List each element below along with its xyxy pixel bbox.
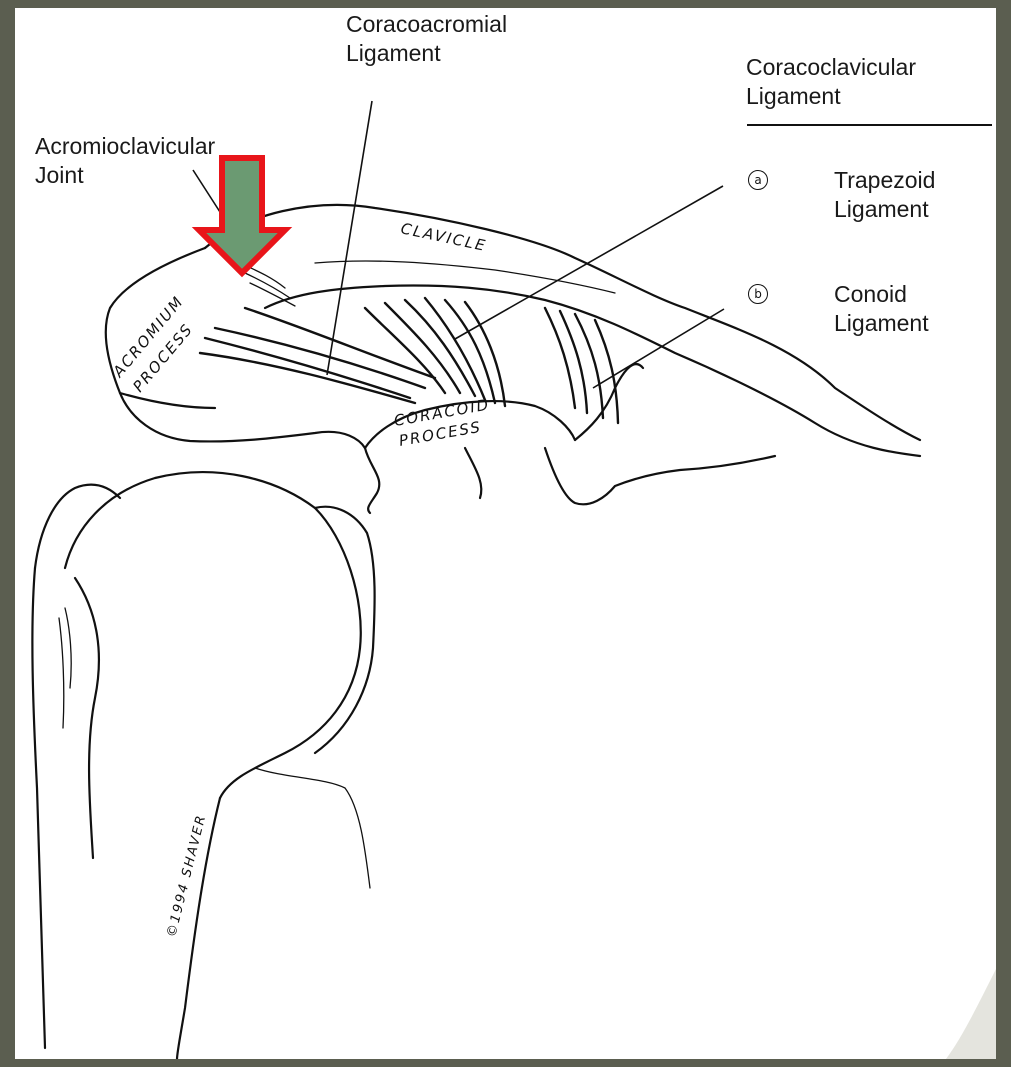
ligament-fibers <box>200 263 618 423</box>
coracoclavicular-label: Coracoclavicular Ligament <box>746 53 916 111</box>
conoid-line-1: Conoid <box>834 280 929 309</box>
coracoclavicular-line-1: Coracoclavicular <box>746 53 916 82</box>
acromioclavicular-line-2: Joint <box>35 161 215 190</box>
trapezoid-line-2: Ligament <box>834 195 935 224</box>
coracoacromial-line-1: Coracoacromial <box>346 10 507 39</box>
acromioclavicular-line-1: Acromioclavicular <box>35 132 215 161</box>
coracoacromial-line-2: Ligament <box>346 39 507 68</box>
legend-underline <box>747 124 992 126</box>
conoid-marker: b <box>748 284 768 304</box>
coracoacromial-label: Coracoacromial Ligament <box>346 10 507 68</box>
humerus-bone <box>32 472 374 1059</box>
trapezoid-label: Trapezoid Ligament <box>834 166 935 224</box>
acromioclavicular-label: Acromioclavicular Joint <box>35 132 215 190</box>
coracoclavicular-line-2: Ligament <box>746 82 916 111</box>
leader-coracoacromial <box>327 101 372 375</box>
clavicle-bone <box>205 205 920 456</box>
clavicle-text: CLAVICLE <box>399 219 488 255</box>
trapezoid-line-1: Trapezoid <box>834 166 935 195</box>
diagram-panel: CLAVICLE ACROMIUM PROCESS CORACOID PROCE… <box>15 8 996 1059</box>
conoid-label: Conoid Ligament <box>834 280 929 338</box>
corner-swoosh <box>936 969 996 1059</box>
conoid-line-2: Ligament <box>834 309 929 338</box>
leader-conoid <box>593 309 724 388</box>
signature-text: ©1994 SHAVER <box>164 812 209 939</box>
trapezoid-marker: a <box>748 170 768 190</box>
leader-trapezoid <box>455 186 723 339</box>
